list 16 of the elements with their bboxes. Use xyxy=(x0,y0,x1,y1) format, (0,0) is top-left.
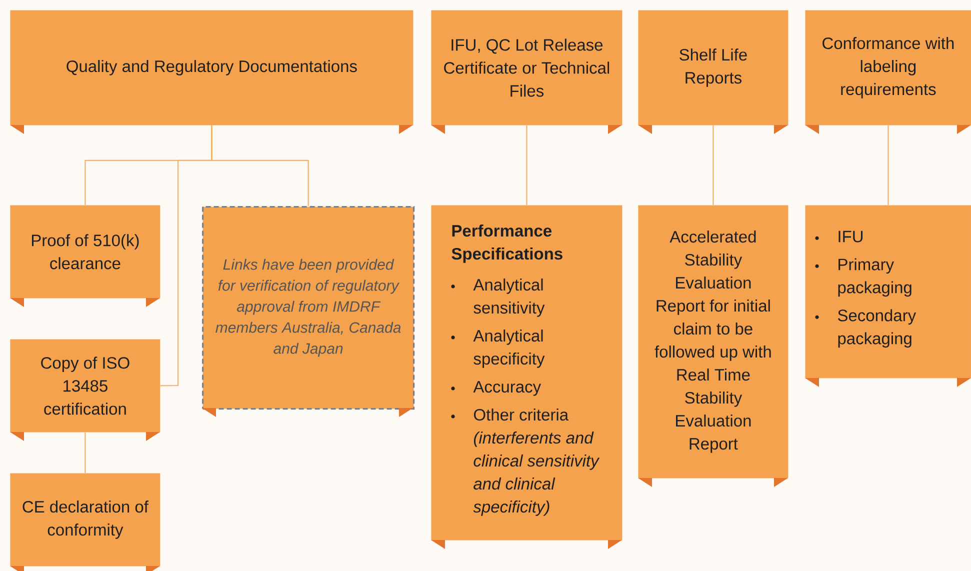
note-box: Links have been provided for verification of regulatory approval from IMDRF members Australia, Canada and Japan xyxy=(202,206,415,410)
list-box: IFU Primary packaging Secondary packaging xyxy=(805,205,971,378)
ribbon-box: CE declaration of conformity xyxy=(10,473,160,566)
connector-line xyxy=(84,432,86,473)
ribbon-box: Shelf Life Reports xyxy=(638,10,788,126)
list-box: Performance Specifications Analytical sensitivity Analytical specificity Accuracy Other criteria (interferents and clinical sensitivity and clinical specificity) xyxy=(431,205,622,540)
ribbon-box: Quality and Regulatory Documentations xyxy=(10,10,414,126)
connector-line xyxy=(888,125,889,205)
ribbon-box: Copy of ISO 13485 certification xyxy=(10,339,160,432)
connector-line xyxy=(526,125,528,205)
connector-line xyxy=(712,125,714,205)
ribbon-box: IFU, QC Lot Release Certificate or Technical Files xyxy=(431,10,622,126)
ribbon-box: Proof of 510(k) clearance xyxy=(10,205,160,298)
ribbon-box: Accelerated Stability Evaluation Report for initial claim to be followed up with Real Time Stability Evaluation Report xyxy=(638,205,788,478)
connector-line xyxy=(211,125,309,206)
ribbon-box: Conformance with labeling requirements xyxy=(805,10,971,126)
